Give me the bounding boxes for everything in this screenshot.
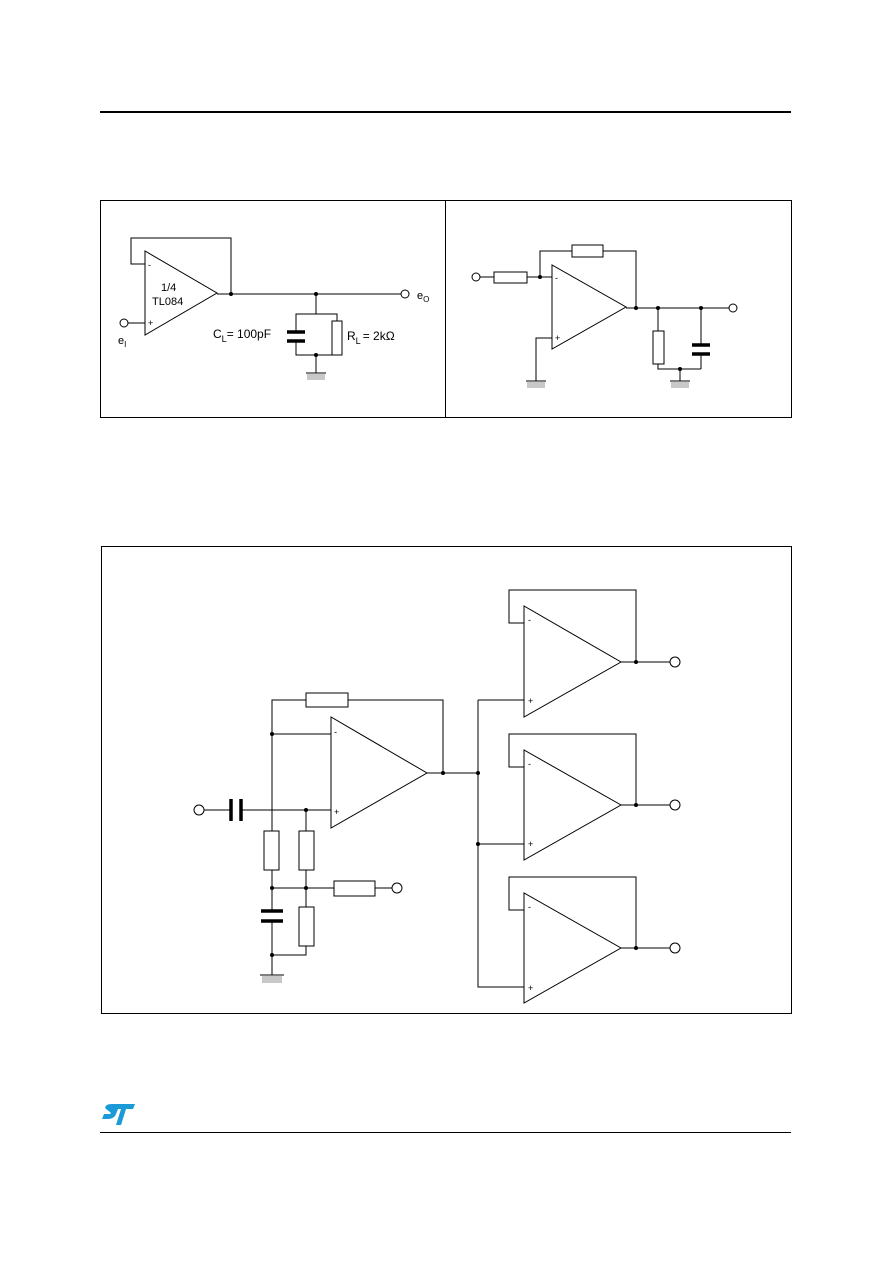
load-resistor [652, 330, 665, 365]
bias-bottom-wire [272, 946, 307, 956]
opamp-triangle [551, 264, 628, 350]
feedback-wire-left [271, 699, 331, 735]
output-node [229, 292, 233, 296]
feedback-wire-right [348, 699, 444, 773]
follower-3-opamp-triangle [523, 892, 623, 1004]
opamp-minus-label: - [555, 273, 558, 283]
st-logo-icon [102, 1104, 135, 1125]
load-bottom-wire [295, 342, 337, 356]
output-bus-wire [477, 700, 524, 988]
follower-2-opamp-triangle [523, 749, 623, 861]
multiple-followers-schematic: - + [193, 589, 681, 1004]
output-terminal [400, 289, 410, 299]
ground-hatch-right [671, 382, 689, 388]
feedback-wire-left [539, 250, 572, 277]
follower-1-minus-label: - [528, 615, 531, 625]
res-top-wire [316, 313, 338, 321]
ground-hatch-left [527, 382, 545, 388]
output-label: eO [417, 290, 429, 304]
follower-3-output-node [634, 946, 638, 950]
follower-2-output-terminal [669, 799, 681, 811]
cap-top-wire [295, 294, 317, 331]
follower-2-output-node [634, 803, 638, 807]
input-resistor [493, 271, 528, 284]
bias-resistor-left [263, 830, 280, 871]
bus-node-middle [476, 842, 480, 846]
bias-resistor-bottom [298, 906, 315, 947]
input-label: eI [118, 335, 126, 349]
load-bottom-wire [657, 364, 701, 370]
ground-hatch [262, 976, 282, 983]
follower-1-opamp-triangle [523, 605, 623, 718]
follower-2-minus-label: - [528, 759, 531, 769]
noninverting-ground-wire [535, 337, 552, 381]
follower-3-plus-label: + [528, 983, 533, 993]
follower-1-output-terminal [669, 656, 681, 668]
opamp-plus-label: + [148, 318, 153, 328]
opamp-triangle [144, 250, 218, 336]
output-terminal [728, 303, 738, 313]
opamp-plus-label: + [555, 333, 560, 343]
follower-1-output-node [634, 660, 638, 664]
inverting-amplifier-schematic: - + [471, 244, 738, 388]
ground-hatch [307, 374, 325, 380]
bias-supply-terminal [391, 882, 403, 894]
input-terminal [119, 318, 129, 328]
follower-2-feedback-wire [508, 733, 637, 805]
voltage-follower-schematic: - + 1/4 TL084 eO eI CL= 100pF RL= 2kΩ [118, 237, 429, 380]
rl-label: RL= 2kΩ [347, 329, 395, 346]
figure-multiple-followers: - + [101, 546, 792, 1014]
main-opamp-plus-label: + [334, 807, 339, 817]
follower-2-plus-label: + [528, 839, 533, 849]
follower-3-minus-label: - [528, 902, 531, 912]
follower-1-feedback-wire [508, 589, 637, 662]
feedback-wire-right [603, 250, 637, 308]
follower-1-plus-label: + [528, 696, 533, 706]
header-rule [100, 111, 791, 113]
follower-3-feedback-wire [508, 876, 637, 948]
follower-3-output-terminal [669, 942, 681, 954]
footer-rule [100, 1132, 791, 1133]
opamp-fraction-label: 1/4 [161, 282, 176, 294]
figure-voltage-follower: - + 1/4 TL084 eO eI CL= 100pF RL= 2kΩ [100, 200, 446, 418]
bias-supply-resistor [333, 880, 376, 897]
feedback-wire [130, 237, 232, 294]
figure-inverting-amplifier: - + [445, 200, 792, 418]
output-node [634, 306, 638, 310]
main-opamp-triangle [330, 716, 428, 829]
input-terminal [471, 272, 481, 282]
ground-node-right [678, 367, 682, 371]
bias-node-right [304, 886, 308, 890]
opamp-minus-label: - [148, 260, 151, 270]
main-output-node [441, 771, 445, 775]
feedback-resistor [305, 692, 349, 708]
ground-node [314, 353, 318, 357]
bias-resistor-right [298, 830, 315, 871]
main-opamp-minus-label: - [334, 727, 337, 737]
cl-label: CL= 100pF [213, 327, 271, 344]
load-resistor [331, 320, 343, 356]
opamp-part-label: TL084 [152, 296, 183, 308]
feedback-resistor [571, 244, 604, 258]
input-terminal [193, 804, 205, 816]
